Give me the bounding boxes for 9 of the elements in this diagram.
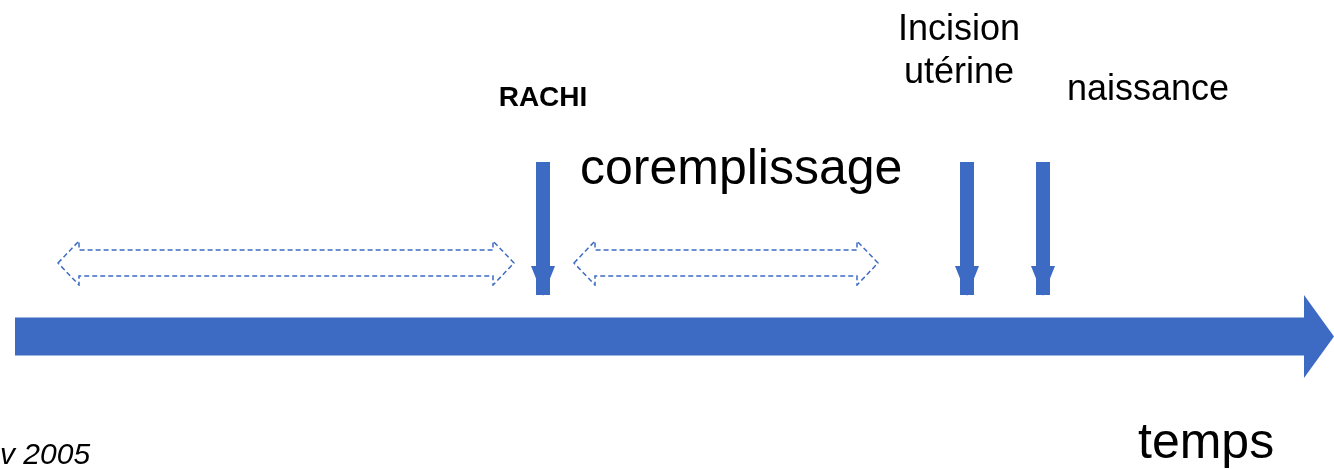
arrow xyxy=(531,162,555,296)
arrow xyxy=(1031,162,1055,296)
phase-label: coremplissage xyxy=(580,140,903,195)
event-label: naissance xyxy=(1066,66,1230,110)
source-note: v 2005 xyxy=(0,437,91,469)
event-label: RACHI xyxy=(498,80,588,114)
axis-label: temps xyxy=(1138,414,1275,469)
event-label: Incision utérine xyxy=(896,6,1022,93)
arrow xyxy=(955,162,979,296)
